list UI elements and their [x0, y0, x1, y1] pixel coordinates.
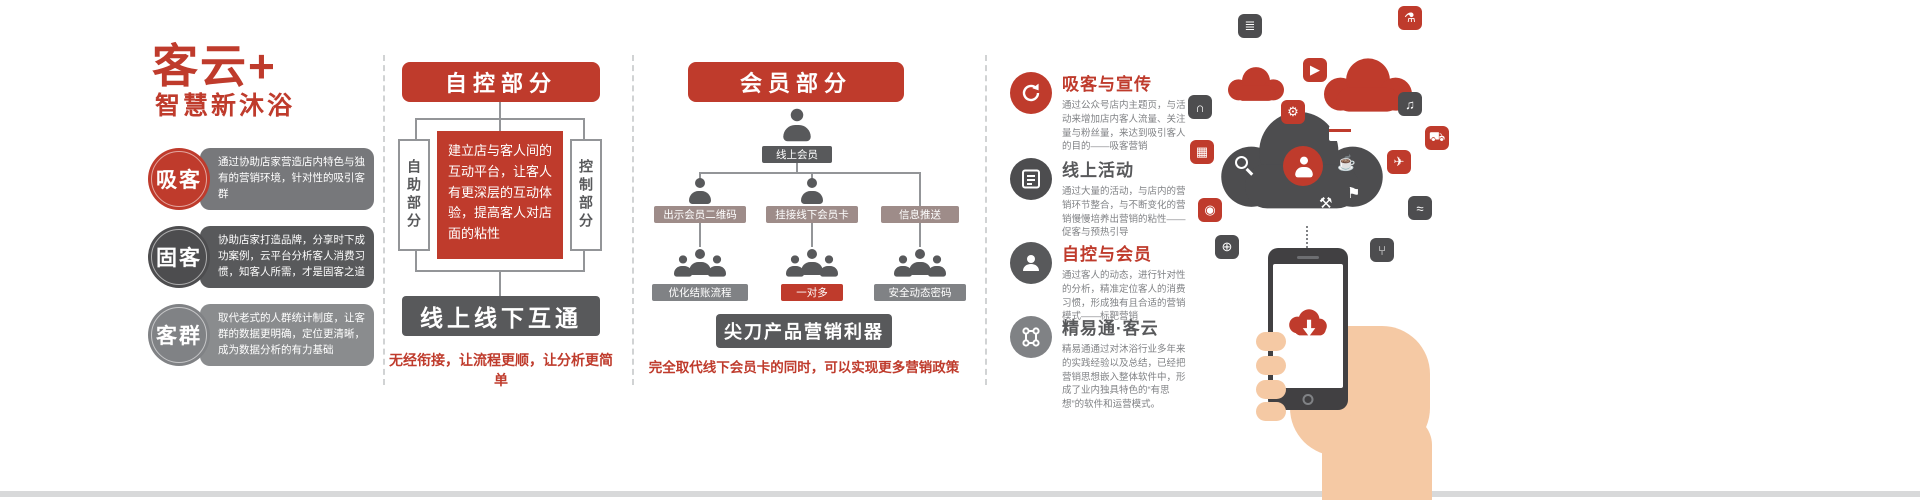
plane-icon: ✈	[1387, 150, 1411, 174]
connector-line	[699, 223, 701, 247]
feature-online-activity: 线上活动 通过大量的活动，与店内的营销环节整合，与不断变化的营销慢慢培养出营销的…	[1010, 156, 1192, 240]
retain-description: 协助店家打造品牌，分享时下成功案例，云平台分析客人消费习惯，知客人所需，才是固客…	[200, 226, 374, 288]
credit-card-icon	[1329, 126, 1351, 141]
self-service-tab: 自助部分	[398, 139, 430, 251]
interaction-platform-text: 建立店与客人间的互动平台，让客人有更深层的互动体验，提高客人对店面的粘性	[437, 131, 563, 259]
online-member-icon	[783, 109, 811, 142]
one-to-many-node: 一对多	[781, 284, 843, 301]
coffee-icon: ☕	[1337, 155, 1356, 172]
checkout-node: 优化结账流程	[652, 284, 748, 301]
brand-logo: 客云+	[152, 40, 277, 92]
tools-icon: ⚒	[1319, 195, 1333, 212]
sync-icon	[1010, 72, 1052, 114]
self-control-footnote: 无经衔接，让流程更顺，让分析更简单	[389, 352, 613, 388]
headphones-icon: ∩	[1188, 95, 1212, 119]
phone-cloud-connector	[1306, 226, 1308, 248]
self-control-title: 自控部分	[402, 62, 600, 102]
push-message-node: 信息推送	[881, 206, 959, 223]
section-divider	[383, 55, 385, 385]
feature-title: 精易通·客云	[1062, 319, 1159, 338]
section-divider	[985, 55, 987, 385]
online-offline-banner: 线上线下互通	[402, 296, 600, 336]
attract-description: 通过协助店家营造店内特色与独有的营销环境，针对性的吸引客群	[200, 148, 374, 210]
hand-finger	[1256, 356, 1286, 375]
feature-description: 精易通通过对沐浴行业多年来的实践经验以及总结，已经把营销思想嵌入整体软件中，形成…	[1062, 344, 1186, 411]
online-member-label: 线上会员	[762, 146, 832, 163]
member-person-icon	[801, 178, 823, 204]
globe-icon: ⊕	[1215, 235, 1239, 259]
connector-line	[499, 102, 501, 132]
hand-forearm	[1322, 415, 1432, 500]
feature-description: 通过客人的动态，进行针对性的分析，精准定位客人的消费习惯，形成独有且合适的营销模…	[1062, 270, 1186, 323]
connector-line	[699, 172, 921, 174]
phone-speaker	[1297, 256, 1319, 259]
retain-badge: 固客	[148, 226, 210, 288]
cloud-illustration: ≣ ⚗ ▶ ♫ ∩ ▦ ◉ ⊕ ✈ ⛟ ≈ ⑂ ⚙ ☕ ⚑ ⚒	[1185, 0, 1470, 500]
feature-title: 吸客与宣传	[1062, 75, 1152, 94]
segment-badge: 客群	[148, 304, 210, 366]
flask-icon: ⚗	[1398, 6, 1422, 30]
bottom-divider	[0, 491, 1920, 497]
cloud-download-icon	[1289, 309, 1327, 337]
member-group-icon	[672, 246, 728, 282]
connector-line	[699, 174, 701, 180]
feature-title: 自控与会员	[1062, 245, 1152, 264]
product-weapon-banner: 尖刀产品营销利器	[716, 314, 892, 348]
person-icon	[1010, 242, 1052, 284]
connector-line	[811, 174, 813, 180]
member-group-icon	[892, 246, 948, 282]
qr-code-node: 出示会员二维码	[654, 206, 746, 223]
feature-row-segment: 取代老式的人群统计制度，让客群的数据更明确，定位更清晰，成为数据分析的有力基础 …	[148, 304, 374, 370]
network-icon	[1010, 316, 1052, 358]
connector-line	[796, 163, 798, 173]
feature-row-retain: 协助店家打造品牌，分享时下成功案例，云平台分析客人消费习惯，知客人所需，才是固客…	[148, 226, 374, 292]
member-group-icon	[784, 246, 840, 282]
location-pin-icon: ⚑	[1347, 185, 1361, 202]
segment-description: 取代老式的人群统计制度，让客群的数据更明确，定位更清晰，成为数据分析的有力基础	[200, 304, 374, 366]
basket-icon: ▦	[1190, 140, 1214, 164]
feature-row-attract: 通过协助店家营造店内特色与独有的营销环境，针对性的吸引客群 吸客	[148, 148, 374, 214]
play-icon: ▶	[1303, 58, 1327, 82]
red-cloud-small	[1228, 67, 1284, 101]
feature-title: 线上活动	[1062, 161, 1134, 180]
feature-jingyitong: 精易通·客云 精易通通过对沐浴行业多年来的实践经验以及总结，已经把营销思想嵌入整…	[1010, 314, 1192, 412]
feature-attract-promote: 吸客与宣传 通过公众号店内主题页，与活动来增加店内客人流量、关注量与粉丝量，来达…	[1010, 70, 1192, 154]
brand-tagline: 智慧新沐浴	[155, 92, 296, 120]
truck-icon: ⛟	[1425, 126, 1449, 150]
search-icon	[1235, 156, 1248, 169]
book-icon: ≣	[1238, 14, 1262, 38]
section-divider	[632, 55, 634, 385]
attract-badge: 吸客	[148, 148, 210, 210]
music-icon: ♫	[1398, 92, 1422, 116]
member-person-icon	[689, 178, 711, 204]
member-title: 会员部分	[688, 62, 904, 102]
wifi-icon: ≈	[1408, 196, 1432, 220]
hand-finger	[1256, 332, 1286, 351]
feature-control-member: 自控与会员 通过客人的动态，进行针对性的分析，精准定位客人的消费习惯，形成独有且…	[1010, 240, 1192, 324]
connector-line	[919, 174, 921, 206]
dynamic-password-node: 安全动态密码	[874, 284, 966, 301]
connector-line	[811, 223, 813, 247]
feature-description: 通过公众号店内主题页，与活动来增加店内客人流量、关注量与粉丝量，来达到吸引客人的…	[1062, 100, 1186, 153]
offline-card-node: 挂接线下会员卡	[766, 206, 858, 223]
camera-icon: ◉	[1198, 198, 1222, 222]
hand-finger	[1256, 402, 1286, 421]
connector-line	[499, 272, 501, 296]
phone-home-button	[1302, 394, 1314, 405]
control-tab: 控制部分	[570, 139, 602, 251]
gear-app-icon: ⚙	[1281, 100, 1305, 124]
hand-finger	[1256, 380, 1286, 399]
fork-icon: ⑂	[1370, 238, 1394, 262]
member-footnote: 完全取代线下会员卡的同时，可以实现更多营销政策	[648, 360, 960, 375]
members-hub-icon	[1283, 146, 1323, 186]
feature-description: 通过大量的活动，与店内的营销环节整合，与不断变化的营销慢慢培养出营销的粘性——促…	[1062, 186, 1186, 239]
connector-line	[919, 223, 921, 247]
list-icon	[1010, 158, 1052, 200]
